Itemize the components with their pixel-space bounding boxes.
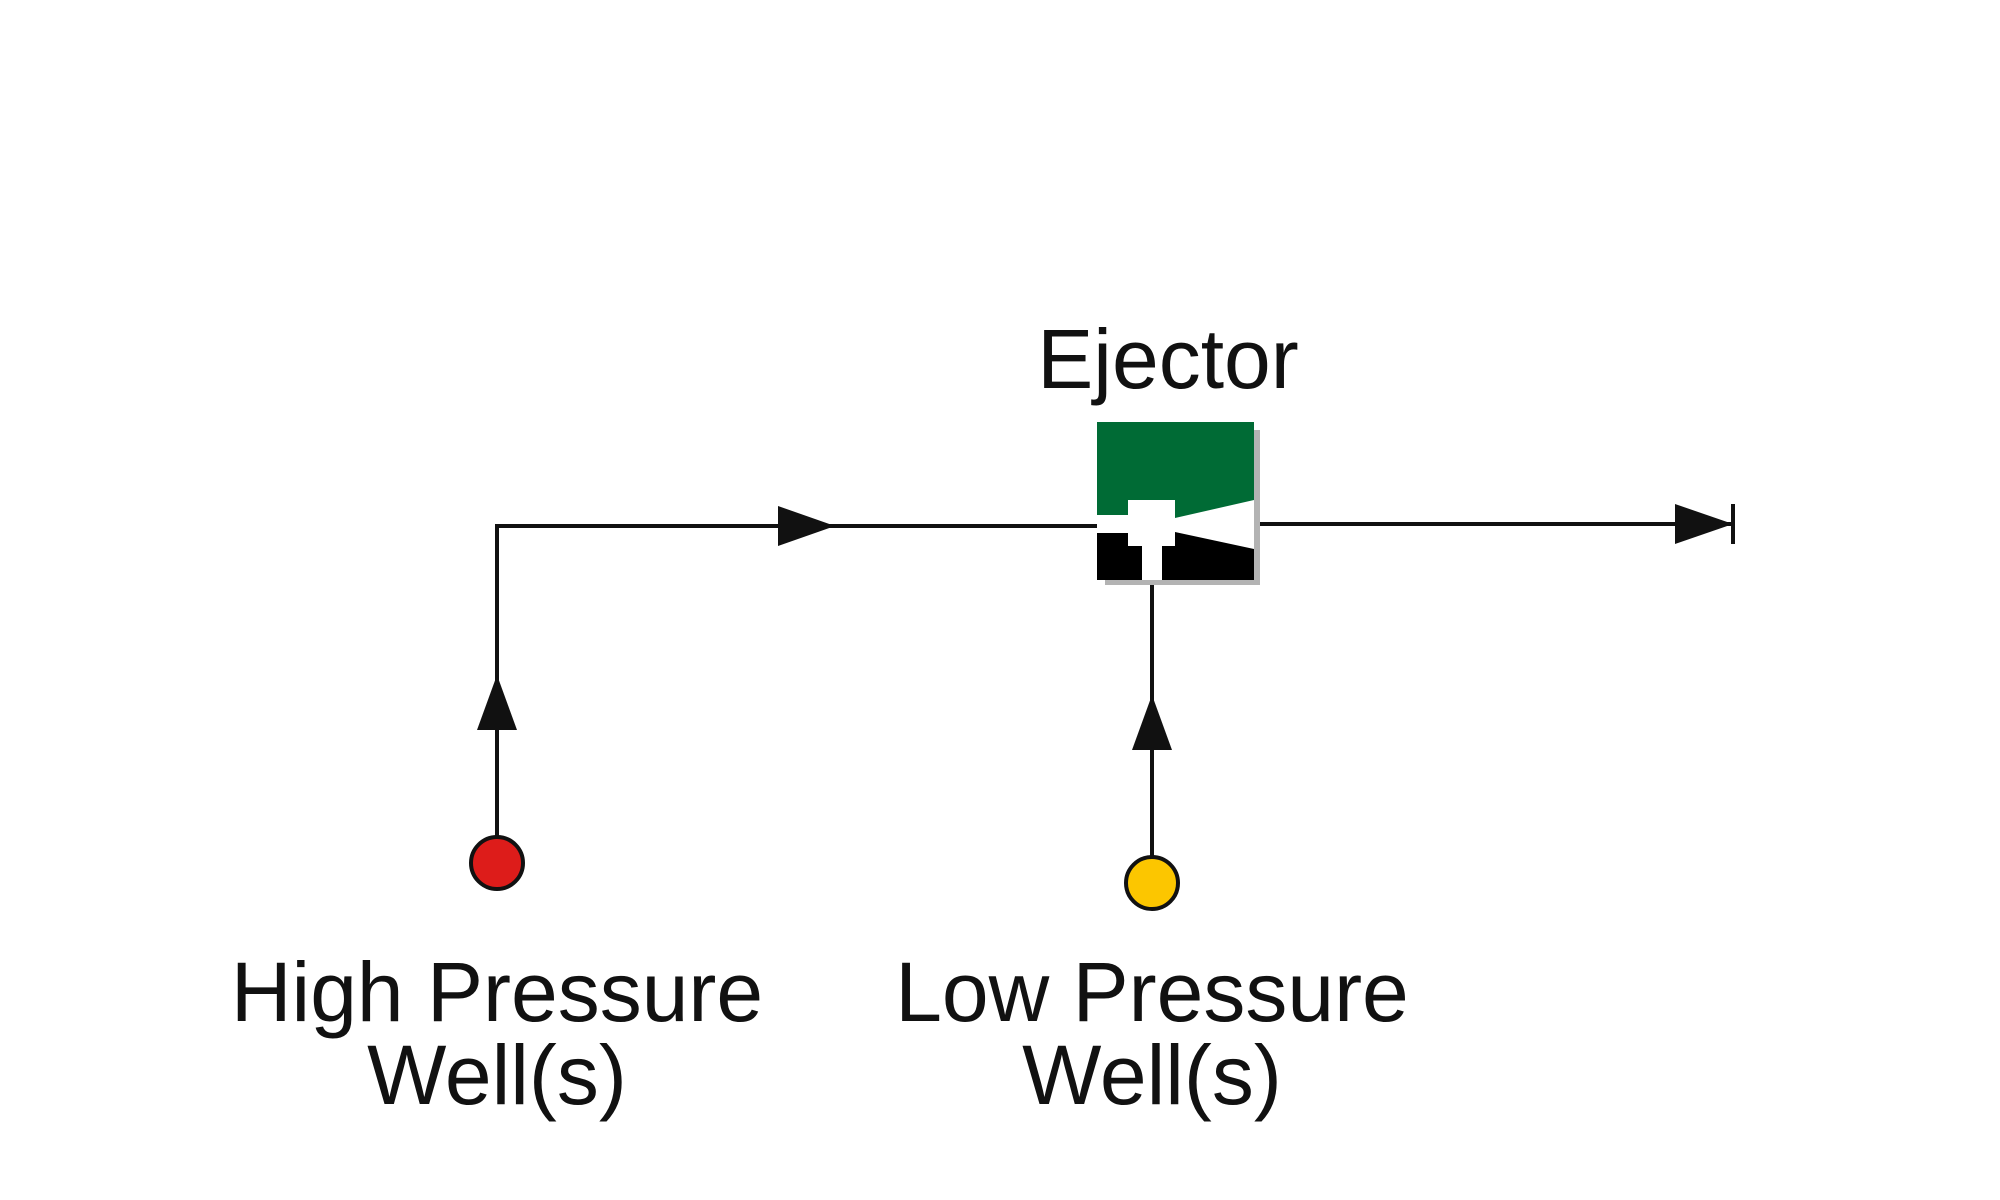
high-pressure-well-node[interactable]	[469, 835, 525, 891]
arrowhead-icon	[1132, 695, 1172, 750]
ejector-bottom-region	[1162, 532, 1254, 580]
low-pressure-line	[1132, 584, 1172, 883]
high-pressure-well-label-line2: Well(s)	[367, 1028, 627, 1122]
ejector-icon	[1097, 422, 1260, 585]
ejector-bottom-region	[1097, 533, 1142, 580]
arrowhead-icon	[477, 675, 517, 730]
ejector-top-region	[1097, 422, 1254, 518]
ejector-label: Ejector	[1037, 312, 1298, 406]
low-pressure-well-label-line2: Well(s)	[1022, 1028, 1282, 1122]
high-pressure-line	[477, 506, 1100, 865]
arrowhead-icon	[1675, 504, 1733, 544]
outlet-line	[1257, 504, 1735, 544]
arrowhead-icon	[778, 506, 835, 546]
high-pressure-well-label-line1: High Pressure	[231, 945, 763, 1039]
low-pressure-well-node[interactable]	[1124, 855, 1180, 911]
low-pressure-well-label-line1: Low Pressure	[895, 945, 1409, 1039]
